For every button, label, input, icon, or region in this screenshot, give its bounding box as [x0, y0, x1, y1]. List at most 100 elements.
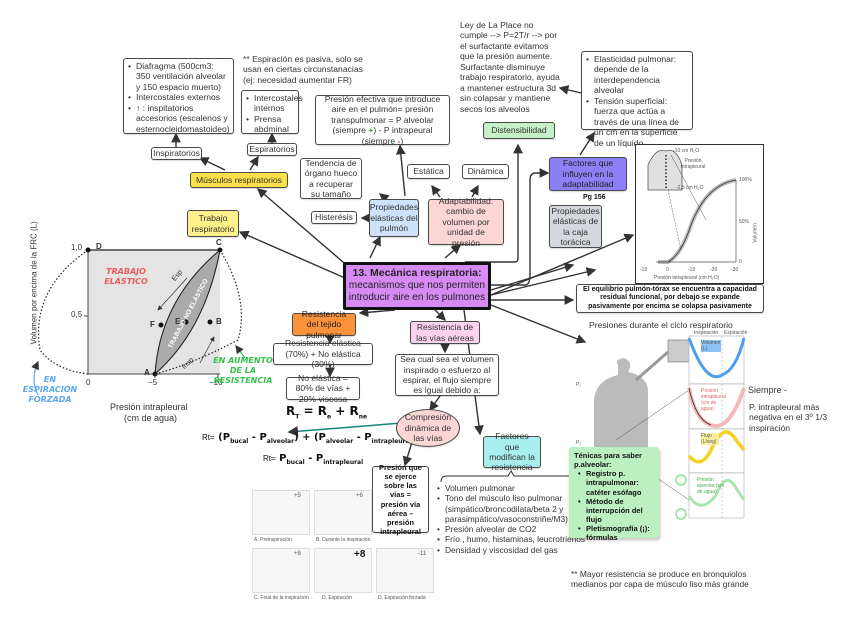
diagram-value: +8 [294, 551, 301, 557]
airway-diagram [376, 548, 434, 593]
effective-pressure-node[interactable]: Presión efectiva que introduce aire en e… [315, 93, 450, 146]
compliance-node[interactable]: Adaptabilidad: cambio de volumen por uni… [428, 196, 504, 248]
list-item: Método de interrupción del flujo [577, 497, 654, 524]
point-label-b: B [216, 317, 222, 326]
airway-diagrams: +5 +6 +8 +8 -11 A. Preinspiración B. Dur… [252, 490, 442, 610]
diagram-value: +8 [354, 549, 366, 560]
x-axis-label-1: Presión intrapleural [110, 402, 188, 412]
resistance-note: ** Mayor resistencia se produce en bronq… [571, 569, 749, 590]
diagram-value: +6 [356, 493, 363, 499]
resistance-increase-label: EN AUMENTO DE LA RESISTENCIA [213, 356, 273, 385]
pressure-formula-expanded: Rt= (Pbucal - Palveolar) + (Palveolar - … [202, 432, 416, 445]
elastic-work-label: TRABAJO ELÁSTICO [104, 267, 148, 286]
distensibility-node[interactable]: Distensibilidad [483, 122, 555, 139]
work-of-breathing-figure: 1,0 0,5 0 −5 −10 D C F E B A TRABAJO ELÁ… [0, 221, 273, 430]
compliance-curve-svg [647, 149, 737, 264]
diagram-caption: B. Durante la inspiración [316, 537, 371, 543]
airway-diagram [314, 490, 372, 535]
list-item: Tono del músculo liso pulmonar (simpátic… [436, 493, 586, 524]
x-tick: 0 [666, 267, 669, 273]
expiratory-muscles-list[interactable]: Intercostales internos Prensa abdminal [241, 90, 303, 134]
espiratorios-node[interactable]: Espiratorios [247, 143, 297, 156]
x-tick: −10 [209, 378, 223, 387]
chart-label-low: -2,5 cm H₂O [676, 185, 704, 191]
panel-label-alveolar: Presión alveolar (cm de agua) [697, 477, 725, 495]
tendency-node[interactable]: Tendencia de órgano hueco a recuperar su… [300, 158, 362, 199]
influencing-factors-node[interactable]: Factores que influyen en la adaptabilida… [549, 157, 627, 191]
inspiration-label: Inspiración [694, 330, 719, 336]
non-elastic-resistance-node[interactable]: No elástica = 80% de vías + 20% viscosa [286, 373, 360, 404]
effective-pressure-text: Presión efectiva que introduce aire en e… [324, 93, 441, 146]
inspiratorios-node[interactable]: Inspiratorios [151, 147, 202, 160]
inspiratory-muscles-list[interactable]: Diafragma (500cm3: 350 ventilación alveo… [123, 58, 234, 134]
airway-pressure-node[interactable]: Presión que se ejerce sobre las vías = p… [372, 463, 429, 536]
panel-label-intrapleural: Presión intrapleural (cm de agua) [701, 388, 726, 412]
list-item: Densidad y viscosidad del gas [436, 545, 586, 556]
elastic-resistance-node[interactable]: Resistencia elástica (70%) + No elástica… [273, 338, 373, 369]
dynamic-compression-node[interactable]: Compresión dinámica de las vías [396, 409, 460, 447]
pressure-formula-simplified: Rt= Pbucal - Pintrapleural [263, 453, 364, 466]
p2-label: P₂ [576, 440, 582, 446]
list-item: Elasticidad pulmonar: depende de la inte… [585, 54, 689, 96]
y-tick: 0,5 [71, 310, 83, 319]
x-tick: -10 [640, 267, 648, 273]
y-tick: 100% [739, 177, 752, 183]
list-item: Tensión superficial: fuerza que actúa a … [585, 96, 689, 148]
hysteresis-node[interactable]: Histerésis [311, 211, 357, 224]
compliance-curve-figure: -10 cm H₂O Presión intrapleural -2,5 cm … [635, 144, 764, 284]
lung-elastic-node[interactable]: Propiedades elásticas del pulmón [369, 199, 419, 237]
central-subtitle-2: introducir aire en los pulmones [348, 292, 486, 303]
forced-expiration-label: EN ESPIRACIÓN FORZADA [22, 375, 78, 404]
work-chart-svg [31, 247, 246, 396]
page-reference: Pg 156 [583, 194, 606, 201]
list-item: Diafragma (500cm3: 350 ventilación alveo… [127, 61, 230, 92]
point-label-f: F [150, 320, 155, 329]
constant-flow-node[interactable]: Sea cual sea el volumen inspirado o esfu… [395, 354, 499, 396]
x-tick: -10 [688, 267, 696, 273]
x-tick: -20 [710, 267, 718, 273]
airway-resistance-node[interactable]: Resistencia de las vías aéreas [410, 321, 480, 344]
laplace-note: Ley de La Place no cumple --> P=2T/r -->… [460, 20, 560, 114]
tissue-resistance-node[interactable]: Resistencia del tejido pulmonar [292, 309, 356, 340]
p1-label: P₁ [576, 382, 582, 388]
airway-diagram [252, 548, 310, 593]
techniques-node[interactable]: Ténicas para saber p.alveolar: Registro … [569, 447, 659, 542]
diagram-value: -11 [418, 551, 427, 557]
panel-label-volume: Volumen (L) [701, 340, 721, 352]
chest-wall-node[interactable]: Propiedades elásticas de la caja torácic… [549, 205, 602, 248]
equilibrium-node[interactable]: El equilibrio pulmón-tórax se encuentra … [576, 284, 764, 313]
influencing-factors-list[interactable]: Elasticidad pulmonar: depende de la inte… [581, 51, 693, 148]
work-node[interactable]: Trabajo respiratorio [187, 210, 239, 237]
muscles-node[interactable]: Músculos respiratorios [190, 172, 288, 188]
resistance-sum-formula: RT = Re + Rne [286, 404, 368, 421]
x-tick: 0 [86, 378, 91, 387]
dynamic-node[interactable]: Dinámica [462, 164, 509, 179]
y-tick: 50% [739, 219, 750, 225]
intrapleural-note: P. intrapleural más negativa en el 3º 1/… [749, 402, 828, 433]
airway-diagram [252, 490, 310, 535]
list-item: Intercostales internos [245, 93, 303, 114]
always-negative-note: Siempre - [748, 385, 788, 395]
x-axis-label-2: (cm de agua) [124, 413, 178, 423]
list-item: Presión alveolar de CO2 [436, 524, 586, 535]
point-label-d: D [96, 242, 102, 251]
pressures-title: Presiones durante el ciclo respiratorio [589, 320, 733, 330]
list-item: Intercostales externos [127, 92, 230, 103]
static-node[interactable]: Estática [407, 164, 450, 179]
expiration-note: ** Espiración es pasiva, solo se usan en… [243, 54, 363, 85]
point-label-e: E [175, 317, 181, 326]
list-item: Frío , humo, histaminas, leucrotrienos [436, 534, 586, 545]
point-label-c: C [216, 238, 222, 247]
panel-label-flow: Flujo (L/seg) [701, 433, 719, 445]
list-item: Registro p. intrapulmonar: catéter esófa… [577, 469, 654, 496]
list-item: Pletismografía (¡): fórmulas [577, 524, 654, 542]
diagram-value: +5 [294, 493, 301, 499]
list-item: Prensa abdminal [245, 114, 303, 135]
central-title: 13. Mecánica respiratoria: [352, 267, 482, 279]
diagram-caption: D. Espiración forzada [378, 595, 426, 601]
chart-label-top: -10 cm H₂O [673, 148, 700, 154]
resistance-factors-node[interactable]: Factores que modifican la resistencia [483, 431, 541, 472]
central-topic[interactable]: 13. Mecánica respiratoria: mecanismos qu… [343, 262, 491, 310]
y-tick: 0 [739, 259, 742, 265]
diagram-caption: A. Preinspiración [254, 537, 292, 543]
